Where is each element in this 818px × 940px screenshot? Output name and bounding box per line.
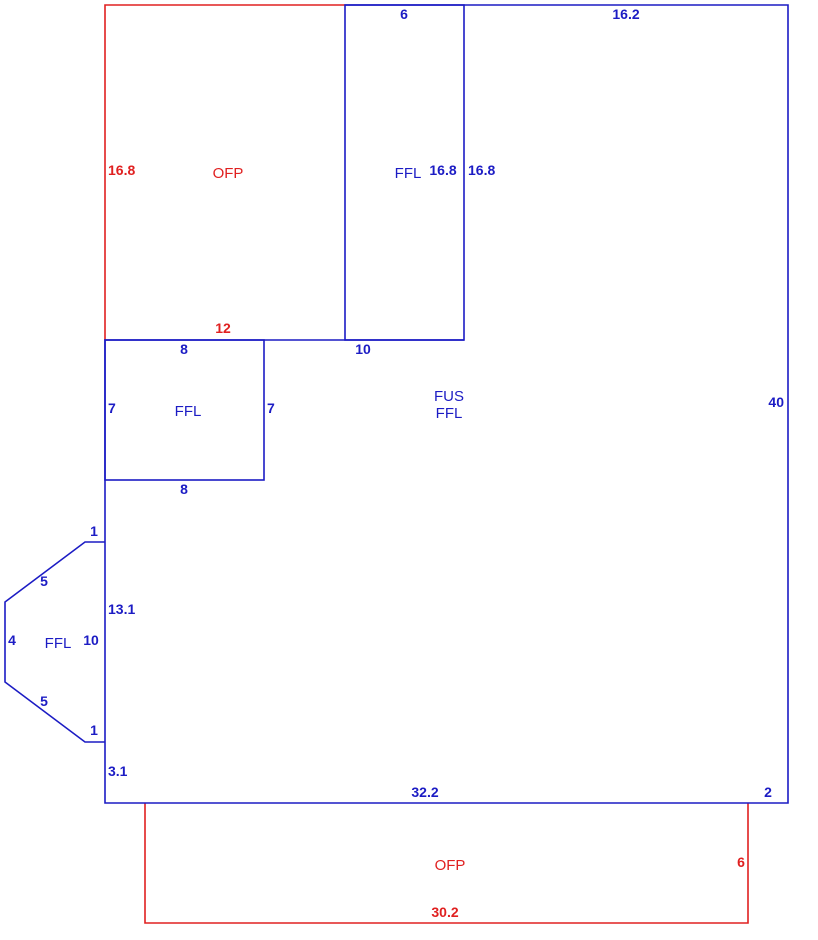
bottom-ofp-right-dim: 6 bbox=[737, 854, 745, 870]
top-ofp-outline bbox=[104, 4, 345, 340]
main-ffl-bottom-dim: 32.2 bbox=[411, 784, 438, 800]
main-ffl-top-dim: 16.2 bbox=[612, 6, 639, 22]
main-ffl-code-line2: FFL bbox=[436, 405, 463, 422]
top-ffl-outline bbox=[344, 4, 465, 341]
top-ffl-left-dim: 16.8 bbox=[429, 162, 456, 178]
bay-ffl-upper-diagonal-dim: 5 bbox=[40, 573, 48, 589]
bottom-ofp-outline bbox=[144, 803, 749, 924]
main-ffl-right-dim: 40 bbox=[768, 394, 784, 410]
top-ofp-left-dim: 16.8 bbox=[108, 162, 135, 178]
bay-ffl-inner-dim: 10 bbox=[83, 632, 99, 648]
bay-ffl-label: FFL bbox=[45, 635, 72, 652]
small-ffl-right-dim: 7 bbox=[267, 400, 275, 416]
main-ffl-bottom-right-dim: 2 bbox=[764, 784, 772, 800]
bay-ffl-lower-step-dim: 1 bbox=[90, 722, 98, 738]
main-ffl-left-mid-dim: 13.1 bbox=[108, 601, 135, 617]
bottom-ofp-bottom-dim: 30.2 bbox=[431, 904, 458, 920]
bottom-ofp-label: OFP bbox=[435, 857, 466, 874]
small-ffl-label: FFL bbox=[175, 403, 202, 420]
small-ffl-outline bbox=[104, 339, 265, 481]
bay-ffl-outline bbox=[4, 541, 105, 743]
bay-ffl-upper-step-dim: 1 bbox=[90, 523, 98, 539]
small-ffl-left-dim: 7 bbox=[108, 400, 116, 416]
small-ffl-top-dim: 8 bbox=[180, 341, 188, 357]
main-ffl-left-lower-dim: 3.1 bbox=[108, 763, 128, 779]
top-ofp-bottom-dim: 12 bbox=[215, 320, 231, 336]
bay-ffl-outer-dim: 4 bbox=[8, 632, 16, 648]
small-ffl-bottom-dim: 8 bbox=[180, 481, 188, 497]
top-ffl-top-dim: 6 bbox=[400, 6, 408, 22]
top-ffl-label: FFL bbox=[395, 165, 422, 182]
top-ffl-right-dim: 16.8 bbox=[468, 162, 495, 178]
bay-ffl-lower-diagonal-dim: 5 bbox=[40, 693, 48, 709]
main-ffl-step-dim: 10 bbox=[355, 341, 371, 357]
top-ofp-label: OFP bbox=[213, 165, 244, 182]
main-ffl-code-line1: FUS bbox=[434, 388, 464, 405]
